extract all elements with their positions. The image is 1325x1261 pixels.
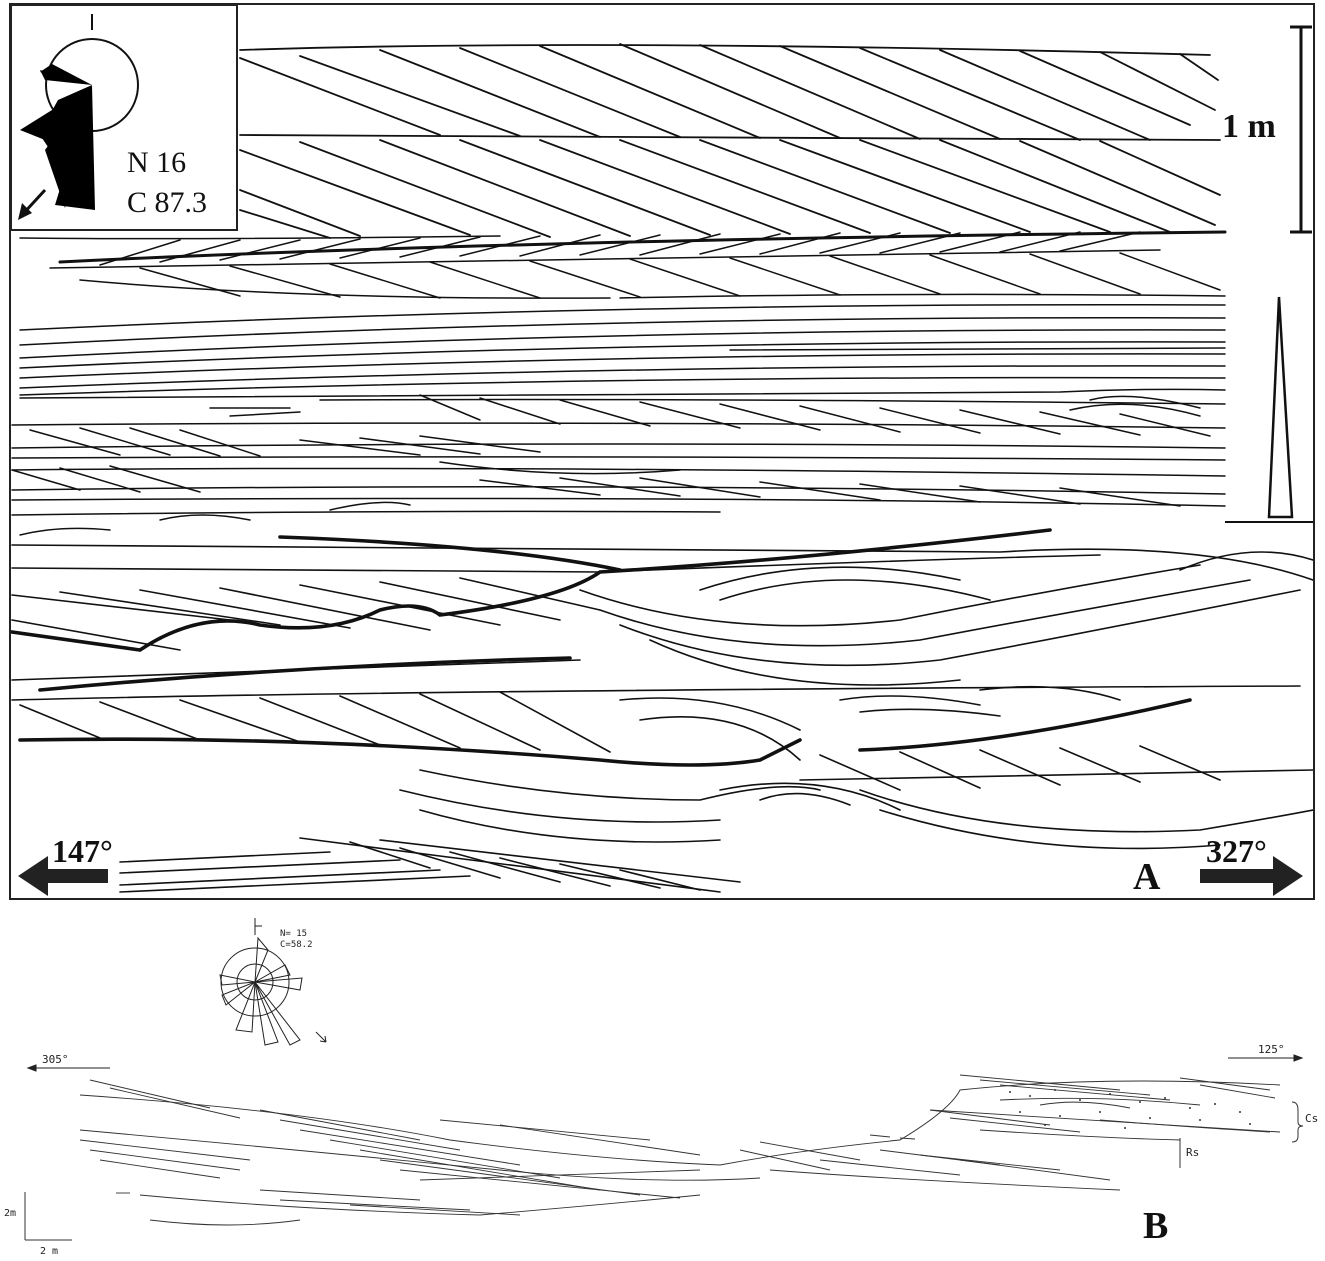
rose-petals: [20, 64, 95, 210]
herringbone-band: [19, 231, 1226, 299]
panel-b-drawing: [79, 1074, 1281, 1226]
planar-laminae: [19, 303, 1226, 399]
direction-arrow-left-a: [18, 856, 108, 896]
middle-cross-sets: [11, 394, 1226, 536]
bottom-cross-set: [119, 837, 741, 893]
panel-letter-b: B: [1143, 1205, 1168, 1247]
rose-n-count: N 16: [127, 146, 186, 179]
rose-c-value: C 87.3: [127, 186, 207, 219]
upper-cross-set: [58, 43, 1227, 264]
direction-arrow-left-b: [26, 1064, 110, 1072]
erosion-surfaces: [11, 528, 1192, 767]
rose-diagram-a: N 16 C 87.3: [10, 4, 238, 231]
scale-v-label-b: 2m: [4, 1208, 16, 1219]
direction-label-left-b: 305°: [42, 1053, 69, 1066]
rose-b-n-count: N= 15: [280, 929, 307, 939]
panel-letter-a: A: [1133, 856, 1161, 898]
direction-arrow-right-a: [1200, 856, 1303, 896]
panel-a-drawing: [11, 43, 1313, 893]
rose-diagram-b: [219, 918, 327, 1046]
unit-cs-label: Cs: [1305, 1112, 1318, 1125]
panel-b: N= 15 C=58.2 305° 125°: [4, 918, 1318, 1257]
thinning-wedge: [1267, 296, 1294, 519]
scale-h-label-b: 2 m: [40, 1246, 58, 1257]
scale-label-a: 1 m: [1222, 108, 1276, 145]
scale-bar-a: [1290, 25, 1312, 234]
direction-label-right-b: 125°: [1258, 1043, 1285, 1056]
unit-rs-label: Rs: [1186, 1146, 1199, 1159]
direction-label-left-a: 147°: [52, 833, 113, 869]
mean-direction-arrowhead: [18, 203, 32, 220]
rose-b-c-value: C=58.2: [280, 940, 313, 950]
cs-bracket: [1291, 1101, 1304, 1143]
direction-label-right-a: 327°: [1206, 833, 1267, 869]
direction-arrow-right-b: [1228, 1054, 1304, 1062]
conglomerate-dots: [1009, 1089, 1251, 1129]
scale-bar-b: [24, 1192, 72, 1241]
panel-a: N 16 C 87.3 1 m 147° 327° A: [9, 3, 1315, 900]
lower-cross-sets: [11, 544, 1313, 850]
